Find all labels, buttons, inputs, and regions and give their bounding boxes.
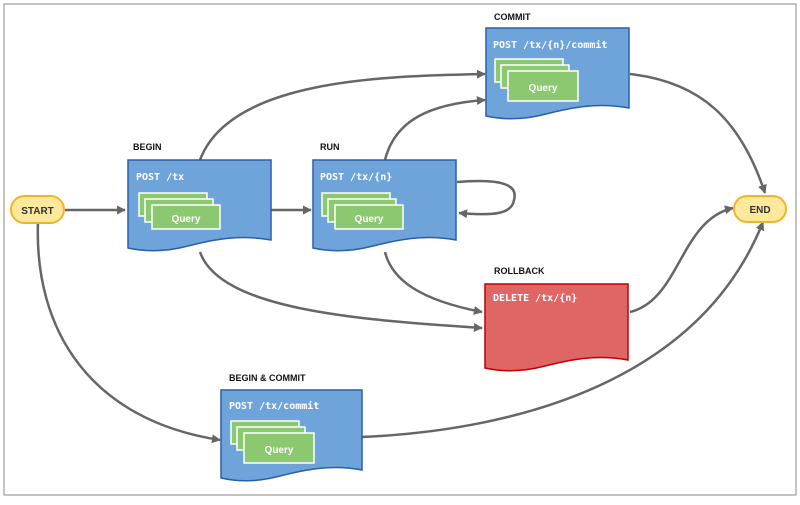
- begin-commit-endpoint: POST /tx/commit: [229, 400, 319, 412]
- rollback-heading: ROLLBACK: [494, 266, 545, 276]
- commit-node: COMMIT POST /tx/{n}/commit Query: [485, 12, 630, 120]
- commit-heading: COMMIT: [494, 12, 531, 22]
- arrow-begin-to-commit: [198, 69, 486, 161]
- run-endpoint: POST /tx/{n}: [320, 172, 392, 183]
- run-query-stack: Query: [321, 192, 404, 230]
- commit-endpoint: POST /tx/{n}/commit: [493, 39, 607, 51]
- rollback-document: [484, 283, 629, 372]
- run-node: RUN POST /tx/{n} Query: [312, 142, 457, 252]
- begin-endpoint: POST /tx: [136, 172, 184, 183]
- arrow-start-to-begin-commit: [36, 221, 221, 444]
- arrow-begin-commit-to-end: [361, 221, 765, 439]
- arrow-run-to-commit: [383, 96, 486, 161]
- start-terminal: START: [10, 195, 65, 224]
- arrow-run-to-rollback: [383, 251, 483, 315]
- run-query-label: Query: [355, 214, 384, 225]
- arrows: [36, 69, 767, 444]
- rollback-endpoint: DELETE /tx/{n}: [493, 293, 577, 304]
- arrow-rollback-to-end: [629, 205, 734, 314]
- arrow-run-self-loop: [456, 179, 516, 219]
- begin-commit-query-label: Query: [265, 445, 294, 456]
- begin-query-label: Query: [172, 214, 201, 225]
- begin-node: BEGIN POST /tx Query: [127, 142, 272, 252]
- rollback-node: ROLLBACK DELETE /tx/{n}: [484, 266, 629, 372]
- run-heading: RUN: [320, 142, 340, 152]
- begin-query-stack: Query: [138, 192, 221, 230]
- commit-query-stack: Query: [494, 58, 579, 102]
- end-terminal: END: [733, 195, 787, 223]
- start-label: START: [21, 206, 54, 217]
- arrow-commit-to-end: [629, 72, 767, 194]
- begin-commit-heading: BEGIN & COMMIT: [229, 373, 306, 383]
- end-label: END: [749, 205, 770, 216]
- begin-heading: BEGIN: [133, 142, 162, 152]
- commit-query-label: Query: [529, 83, 558, 94]
- arrow-begin-to-rollback: [198, 251, 483, 332]
- begin-commit-node: BEGIN & COMMIT POST /tx/commit Query: [220, 373, 363, 482]
- begin-commit-query-stack: Query: [230, 420, 315, 464]
